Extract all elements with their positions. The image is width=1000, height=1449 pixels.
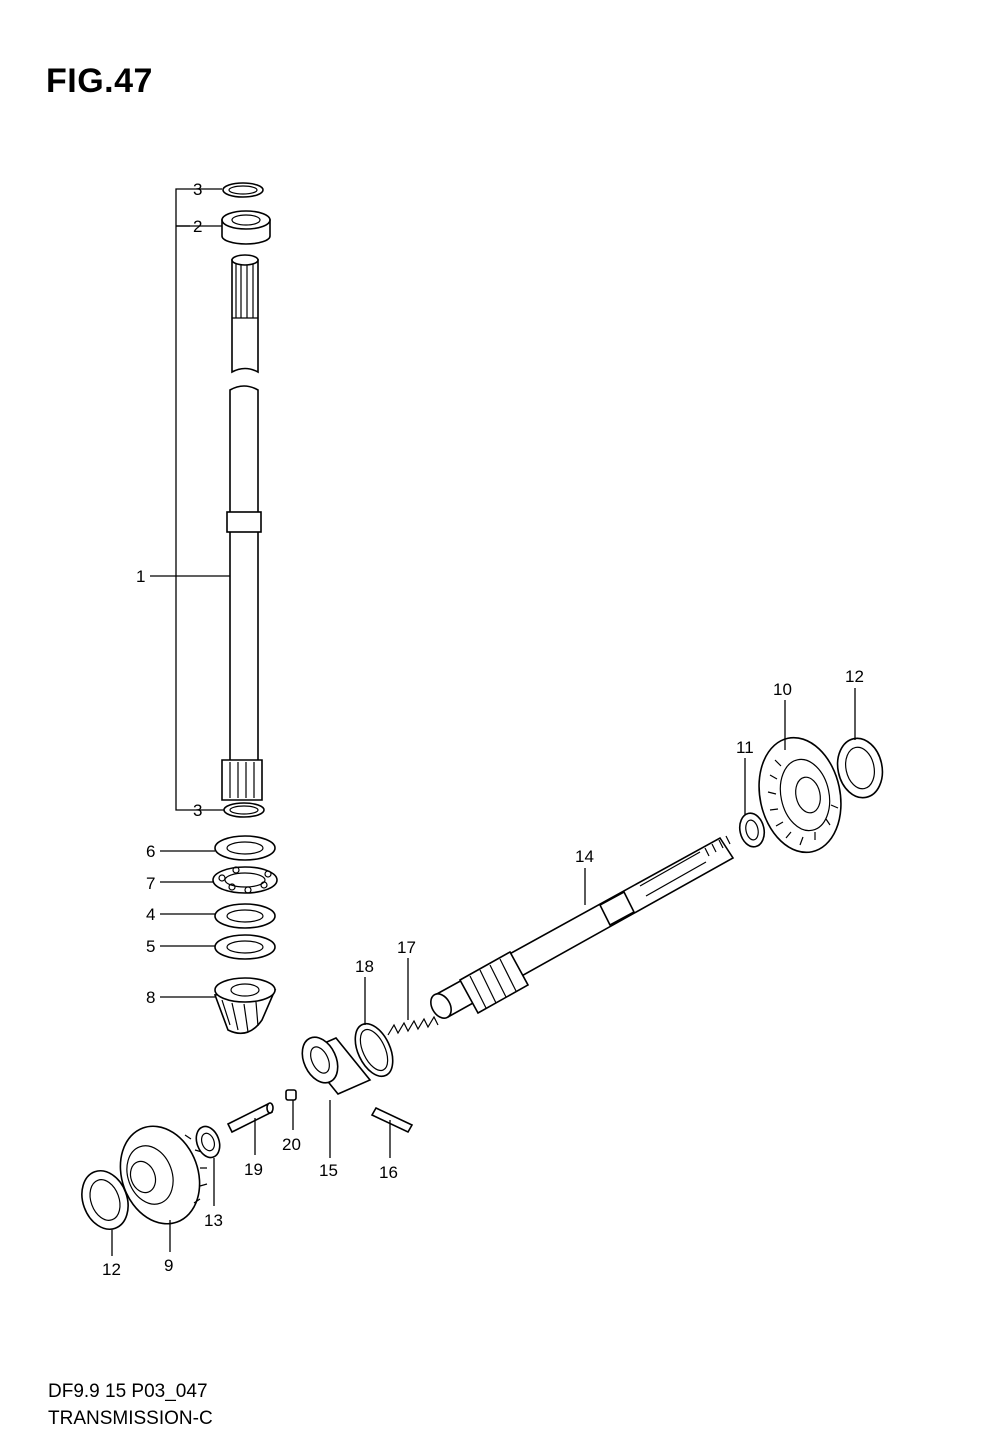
drawing-code: DF9.9 15 P03_047 [48, 1381, 208, 1402]
vertical-shaft-assembly [175, 182, 271, 818]
callout-17: 17 [397, 938, 416, 957]
callout-12-right: 12 [845, 667, 864, 686]
washer-11 [738, 812, 766, 848]
callout-11: 11 [736, 738, 754, 757]
callout-numbers: 1 2 3 3 4 5 6 7 8 9 10 11 12 12 13 14 15… [102, 180, 864, 1279]
callout-3-bottom: 3 [193, 801, 202, 820]
spring [387, 1015, 439, 1036]
clutch-dog [301, 1036, 372, 1095]
shim-12-left [81, 1170, 129, 1230]
callout-4: 4 [146, 905, 155, 924]
callout-13: 13 [204, 1211, 223, 1230]
callout-14: 14 [575, 847, 594, 866]
callout-16: 16 [379, 1163, 398, 1182]
callout-1: 1 [136, 567, 145, 586]
callout-18: 18 [355, 957, 374, 976]
bevel-gear-10 [758, 736, 842, 854]
pin-16 [370, 1106, 414, 1134]
callout-3-top: 3 [193, 180, 202, 199]
callout-9: 9 [164, 1256, 173, 1275]
callout-2: 2 [193, 217, 202, 236]
thrust-washer-stack [212, 835, 278, 960]
figure-title: FIG.47 [46, 62, 153, 100]
drawing-name: TRANSMISSION-C [48, 1408, 213, 1429]
leader-lines [111, 188, 856, 1256]
shim-12-right [836, 737, 884, 799]
callout-5: 5 [146, 937, 155, 956]
callout-7: 7 [146, 874, 155, 893]
callout-10: 10 [773, 680, 792, 699]
ball-20 [285, 1089, 297, 1101]
callout-12-left: 12 [102, 1260, 121, 1279]
callout-19: 19 [244, 1160, 263, 1179]
propeller-shaft [430, 835, 735, 1019]
washer-13 [195, 1125, 221, 1159]
callout-15: 15 [319, 1161, 338, 1180]
callout-8: 8 [146, 988, 155, 1007]
retaining-ring [354, 1022, 394, 1078]
callout-6: 6 [146, 842, 155, 861]
callout-20: 20 [282, 1135, 301, 1154]
pinion-gear [213, 977, 277, 1035]
pin-19 [226, 1102, 274, 1134]
